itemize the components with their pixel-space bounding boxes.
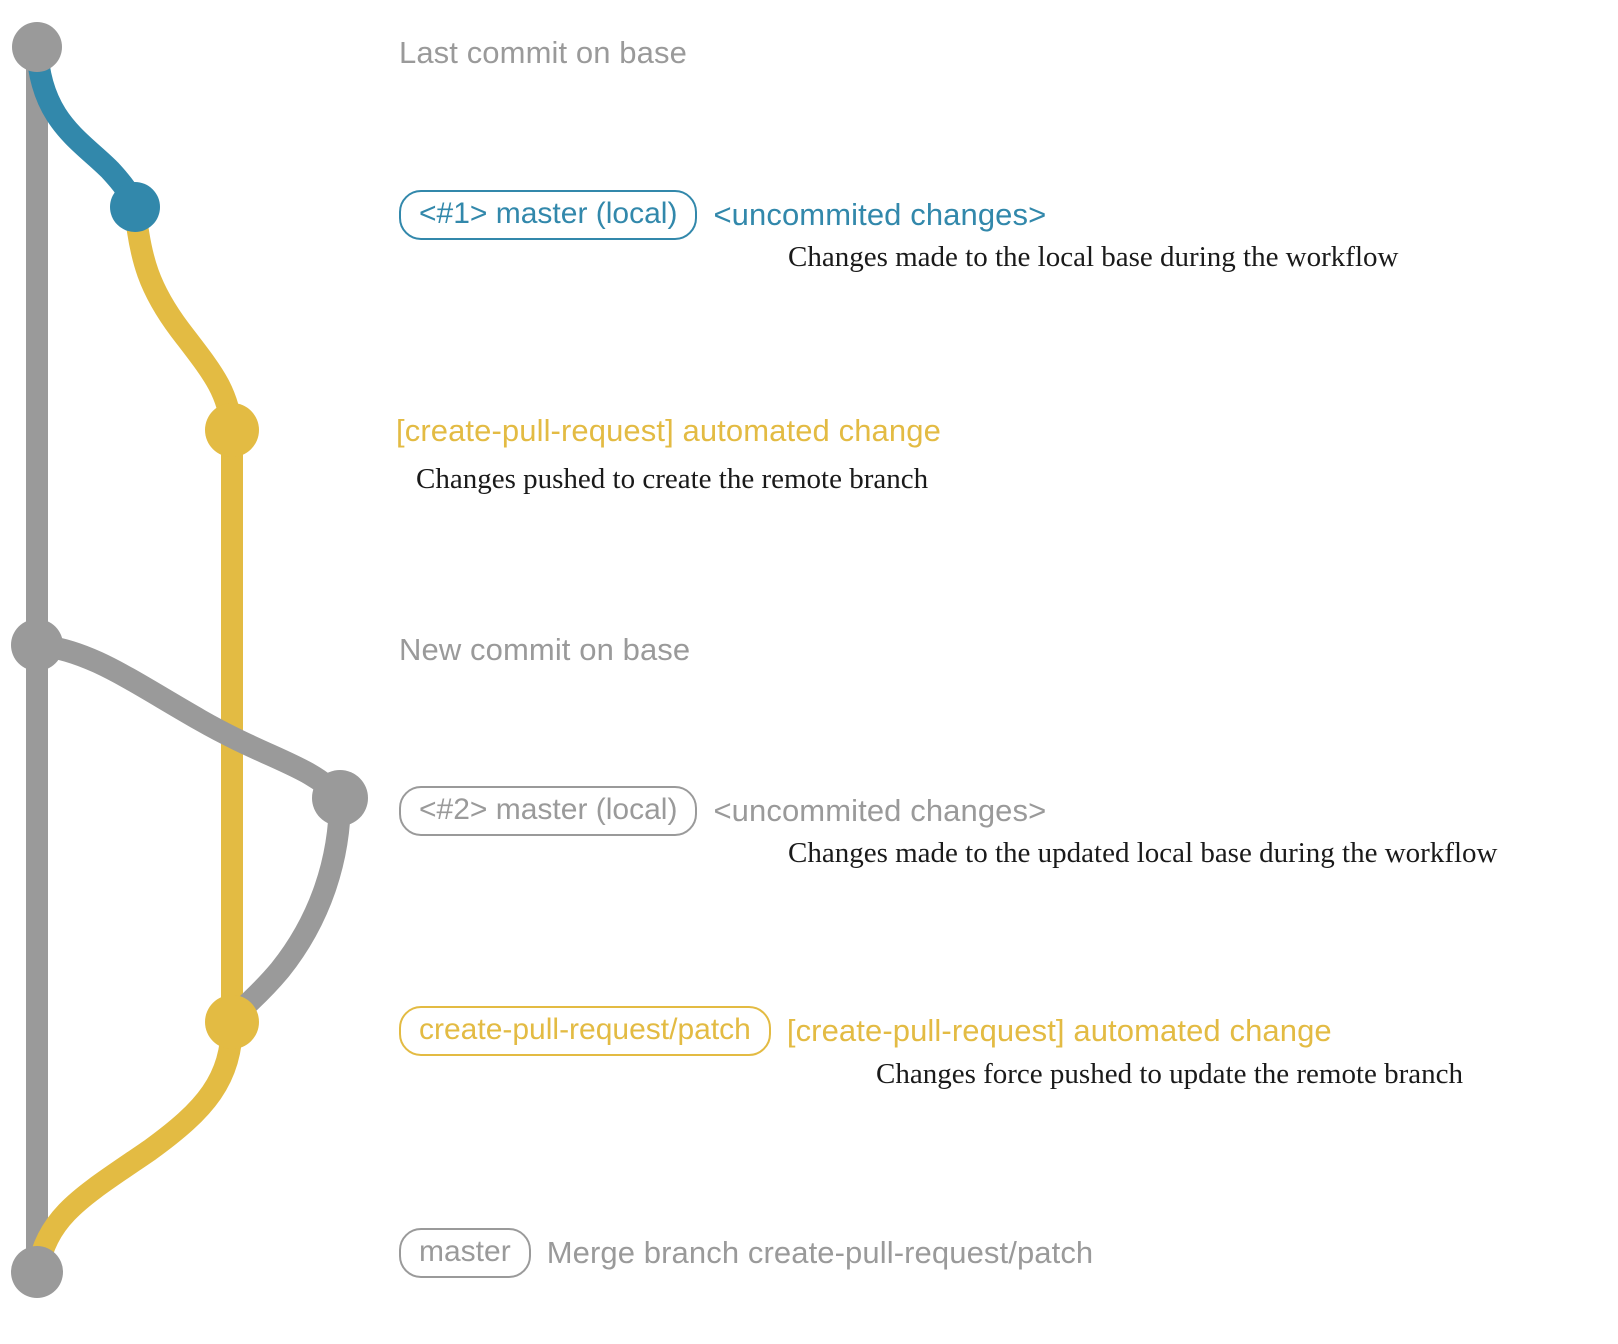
- commit-node-last-commit-on-base[interactable]: [12, 22, 62, 72]
- commit-row-master-local-2: <#2> master (local) <uncommited changes>: [399, 786, 1046, 836]
- commit-node-master-local-2[interactable]: [312, 770, 368, 826]
- branch-badge-master[interactable]: master: [399, 1228, 531, 1278]
- commit-row-automated-change-1: [create-pull-request] automated change: [396, 413, 941, 449]
- commit-description-master-local-2: Changes made to the updated local base d…: [788, 837, 1498, 869]
- branch-badge-master-local-1[interactable]: <#1> master (local): [399, 190, 698, 240]
- git-commit-graph: [11, 22, 368, 1298]
- commit-row-automated-change-2: create-pull-request/patch [create-pull-r…: [399, 1006, 1332, 1056]
- branch-badge-master-local-2[interactable]: <#2> master (local): [399, 786, 698, 836]
- commit-node-automated-change-1[interactable]: [205, 403, 259, 457]
- commit-row-last-commit-on-base: Last commit on base: [399, 35, 687, 71]
- commit-subject-new-commit-on-base: New commit on base: [399, 632, 691, 667]
- commit-subject-automated-change-1: [create-pull-request] automated change: [396, 413, 941, 448]
- commit-description-automated-change-2: Changes force pushed to update the remot…: [876, 1058, 1464, 1090]
- commit-subject-master-local-1: <uncommited changes>: [713, 197, 1047, 232]
- commit-description-automated-change-1: Changes pushed to create the remote bran…: [416, 463, 929, 495]
- edge-base-to-local2: [26, 634, 351, 809]
- commit-description-master-local-1: Changes made to the local base during th…: [788, 241, 1399, 273]
- commit-row-new-commit-on-base: New commit on base: [399, 632, 690, 668]
- branch-badge-create-pull-request-patch[interactable]: create-pull-request/patch: [399, 1006, 771, 1056]
- commit-node-new-commit-on-base[interactable]: [11, 619, 63, 671]
- edge-patch-to-merge: [26, 1011, 243, 1283]
- commit-node-master-local-1[interactable]: [110, 182, 160, 232]
- commit-subject-last-commit-on-base: Last commit on base: [399, 35, 687, 70]
- commit-row-master-local-1: <#1> master (local) <uncommited changes>: [399, 190, 1046, 240]
- commit-subject-merge-commit: Merge branch create-pull-request/patch: [546, 1235, 1094, 1270]
- commit-subject-master-local-2: <uncommited changes>: [713, 793, 1047, 828]
- commit-node-merge-commit[interactable]: [11, 1246, 63, 1298]
- commit-row-merge-commit: master Merge branch create-pull-request/…: [399, 1228, 1093, 1278]
- commit-subject-automated-change-2: [create-pull-request] automated change: [786, 1013, 1332, 1048]
- commit-node-automated-change-2[interactable]: [205, 995, 259, 1049]
